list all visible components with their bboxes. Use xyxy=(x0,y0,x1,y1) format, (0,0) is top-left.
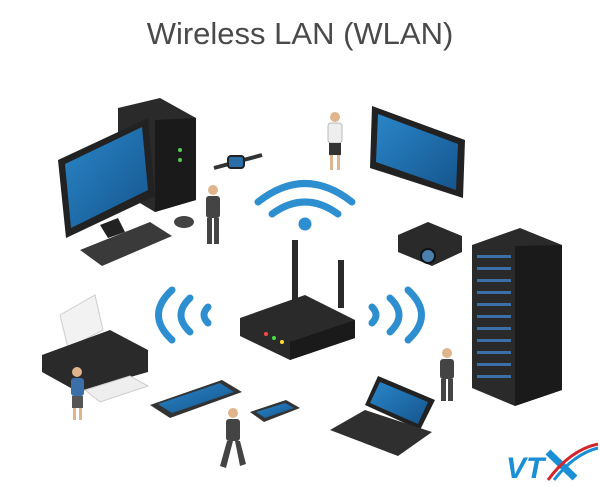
smartphone xyxy=(250,400,300,422)
mouse xyxy=(174,216,194,228)
person xyxy=(327,112,343,170)
router xyxy=(240,240,355,360)
page-title: Wireless LAN (WLAN) xyxy=(146,16,454,51)
wifi-signal-right xyxy=(368,286,425,344)
person xyxy=(71,367,84,420)
tablet xyxy=(150,380,242,418)
wifi-signal-top xyxy=(254,180,356,231)
monitor xyxy=(370,106,465,198)
svg-text:VT: VT xyxy=(506,452,547,485)
projector xyxy=(398,222,462,266)
vtx-logo: VT xyxy=(506,442,599,485)
smartwatch xyxy=(213,153,263,170)
wifi-signal-left xyxy=(155,286,212,344)
person xyxy=(440,348,454,401)
keyboard xyxy=(80,222,172,266)
laptop xyxy=(330,376,435,456)
desktop-monitor xyxy=(58,118,155,238)
person xyxy=(206,185,220,244)
person xyxy=(220,408,246,468)
server-rack xyxy=(472,228,562,406)
printer xyxy=(42,294,150,403)
